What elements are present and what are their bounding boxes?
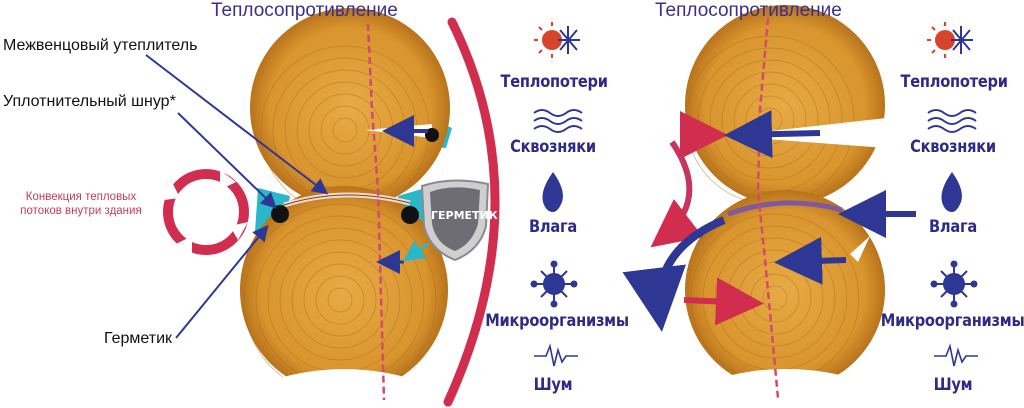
sealing-cord-right bbox=[401, 206, 419, 224]
dashed-heat-line-right bbox=[756, 17, 780, 399]
right-upper-log bbox=[685, 5, 886, 205]
factor-drafts-right: Сквозняки bbox=[910, 137, 996, 157]
label-convection: Конвекция тепловых потоков внутри здания bbox=[20, 191, 142, 217]
convection-cycle-icon bbox=[163, 169, 249, 255]
shield-label: ГЕРМЕТИК bbox=[431, 209, 498, 222]
pointer-sealant bbox=[175, 224, 269, 339]
sound-wave-icon bbox=[934, 343, 978, 367]
microbe-icon bbox=[930, 260, 978, 308]
wind-lines-icon bbox=[927, 109, 977, 133]
wind-lines-icon bbox=[533, 109, 583, 133]
right-panel-title: Теплосопротивление bbox=[655, 0, 842, 21]
pointer-interlayer bbox=[145, 54, 329, 195]
icon-column-right bbox=[927, 22, 978, 367]
sealant-shield-icon bbox=[420, 179, 490, 262]
right-lower-log bbox=[676, 190, 896, 408]
factor-heat-loss-left: Теплопотери bbox=[500, 72, 608, 92]
cyan-arrow-left bbox=[403, 240, 429, 262]
factor-noise-left: Шум bbox=[533, 375, 573, 395]
sun-snowflake-icon bbox=[534, 22, 580, 58]
curved-red-arrow bbox=[650, 140, 704, 248]
water-drop-icon bbox=[941, 172, 962, 212]
lower-log bbox=[236, 186, 452, 408]
blue-arrow-top-right bbox=[724, 110, 821, 159]
factor-microorganisms-right: Микроорганизмы bbox=[880, 311, 1024, 331]
label-interlayer: Межвенцовый утеплитель bbox=[3, 37, 198, 54]
right-wall-section bbox=[622, 5, 916, 408]
water-drop-icon bbox=[542, 172, 563, 212]
red-arrow-bottom bbox=[683, 277, 764, 326]
icon-column-left bbox=[530, 22, 583, 367]
label-sealant: Герметик bbox=[104, 330, 173, 347]
factor-noise-right: Шум bbox=[933, 375, 973, 395]
sealing-cord-top bbox=[425, 128, 439, 142]
factor-moisture-right: Влага bbox=[929, 217, 977, 237]
curved-blue-arrow bbox=[622, 216, 726, 332]
left-wall-section bbox=[236, 8, 452, 408]
blue-arrow-lower bbox=[774, 236, 847, 285]
pointer-cord bbox=[177, 112, 277, 209]
dashed-heat-line-left bbox=[366, 23, 386, 401]
sealing-cord-left bbox=[271, 205, 289, 223]
sun-snowflake-icon bbox=[927, 22, 973, 58]
sound-wave-icon bbox=[534, 343, 578, 367]
left-panel-title: Теплосопротивление bbox=[211, 0, 398, 21]
resistance-arc bbox=[443, 17, 500, 407]
factor-microorganisms-left: Микроорганизмы bbox=[485, 311, 629, 331]
factor-moisture-left: Влага bbox=[529, 217, 577, 237]
label-sealing-cord: Уплотнительный шнур* bbox=[3, 93, 176, 110]
upper-log bbox=[250, 8, 450, 215]
factor-heat-loss-right: Теплопотери bbox=[900, 72, 1008, 92]
microbe-icon bbox=[530, 260, 578, 308]
factor-drafts-left: Сквозняки bbox=[510, 137, 596, 157]
